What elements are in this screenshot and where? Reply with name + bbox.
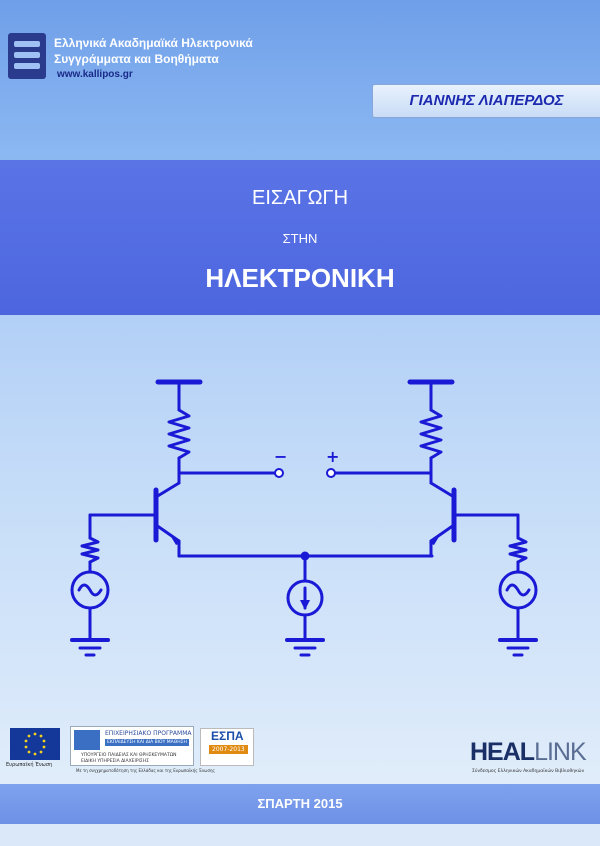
program-title: ΕΠΙΧΕΙΡΗΣΙΑΚΟ ΠΡΟΓΡΑΜΜΑ [105, 730, 192, 737]
heallink-subtitle: Σύνδεσμος Ελληνικών Ακαδημαϊκών Βιβλιοθη… [472, 769, 585, 774]
eu-flag-icon [10, 728, 60, 760]
plus-label: + [326, 447, 339, 466]
espa-title: ΕΣΠΑ [211, 729, 244, 743]
left-input-resistor [80, 536, 100, 564]
author-name: ΓΙΑΝΝΗΣ ΛΙΑΠΕΡΔΟΣ [372, 84, 600, 118]
title-line2: ΣΤΗΝ [282, 231, 318, 246]
publisher-url[interactable]: www.kallipos.gr [57, 69, 133, 80]
eu-label: Ευρωπαϊκή Ένωση [6, 762, 53, 768]
differential-amplifier-diagram: − + [70, 379, 538, 657]
program-logo: ΕΠΙΧΕΙΡΗΣΙΑΚΟ ΠΡΟΓΡΑΜΜΑ ΕΚΠΑΙΔΕΥΣΗ ΚΑΙ Δ… [70, 726, 194, 766]
heallink-logo: HEALLINK [470, 738, 587, 767]
publisher-line1: Ελληνικά Ακαδημαϊκά Ηλεκτρονικά [54, 36, 253, 50]
kallipos-logo-icon [8, 33, 46, 79]
program-subtitle: ΕΚΠΑΙΔΕΥΣΗ ΚΑΙ ΔΙΑ ΒΙΟΥ ΜΑΘΗΣΗ [105, 739, 189, 746]
publisher-line2: Συγγράμματα και Βοηθήματα [54, 52, 219, 66]
title-line1: ΕΙΣΑΓΩΓΗ [251, 187, 349, 209]
minus-label: − [274, 447, 287, 466]
cofunding-note: Με τη συγχρηματοδότηση της Ελλάδας και τ… [76, 768, 215, 773]
cover-header: Ελληνικά Ακαδημαϊκά Ηλεκτρονικά Συγγράμμ… [0, 0, 600, 160]
heal-text: HEAL [470, 738, 535, 766]
agency-label: ΕΙΔΙΚΗ ΥΠΗΡΕΣΙΑ ΔΙΑΧΕΙΡΙΣΗΣ [81, 759, 149, 764]
link-text: LINK [534, 738, 587, 766]
left-collector-resistor [167, 408, 191, 460]
espa-years: 2007-2013 [209, 745, 248, 754]
title-line3: ΗΛΕΚΤΡΟΝΙΚΗ [205, 263, 395, 293]
bottom-strip [0, 824, 600, 846]
right-collector-resistor [419, 408, 443, 460]
output-terminal-minus [274, 468, 284, 478]
footer-place-year: ΣΠΑΡΤΗ 2015 [0, 784, 600, 824]
output-terminal-plus [326, 468, 336, 478]
title-band [0, 160, 600, 315]
ministry-label: ΥΠΟΥΡΓΕΙΟ ΠΑΙΔΕΙΑΣ ΚΑΙ ΘΡΗΣΚΕΥΜΑΤΩΝ [81, 753, 177, 758]
program-wave-icon [74, 730, 100, 750]
right-input-resistor [508, 536, 528, 564]
espa-logo: ΕΣΠΑ 2007-2013 [200, 728, 254, 766]
sponsor-logos: Ευρωπαϊκή Ένωση ΕΠΙΧΕΙΡΗΣΙΑΚΟ ΠΡΟΓΡΑΜΜΑ … [0, 722, 600, 784]
